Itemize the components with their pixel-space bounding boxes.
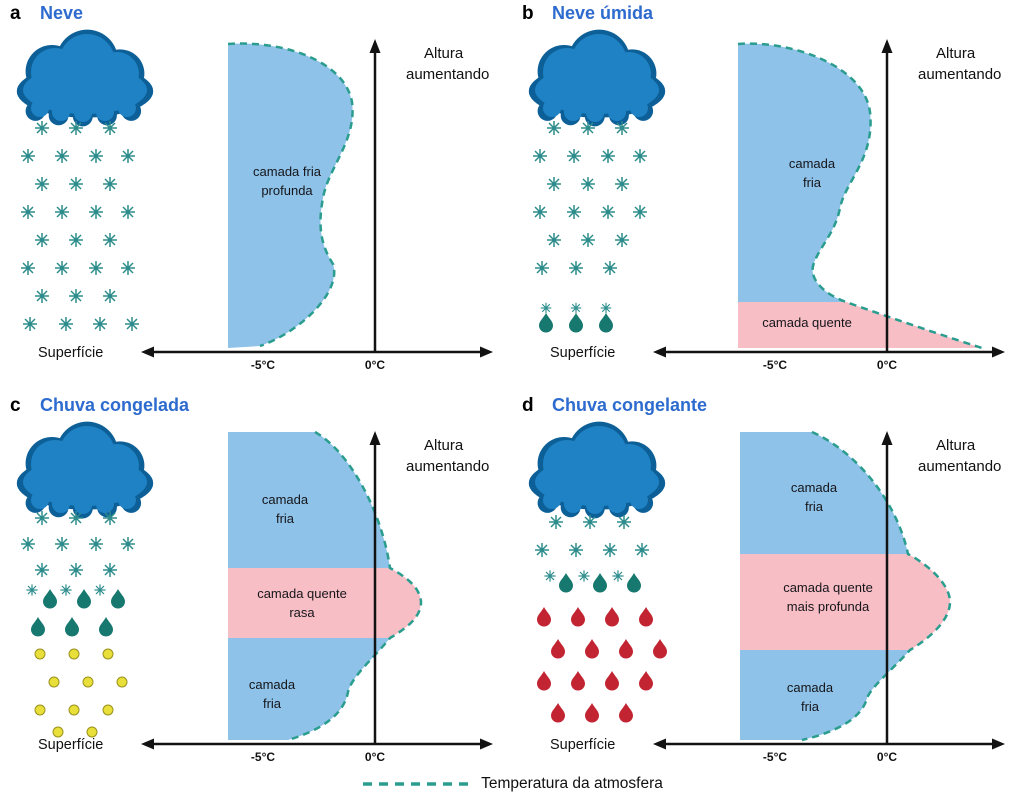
snowflakes <box>534 514 650 583</box>
warm-layer-area <box>738 302 982 348</box>
tick-zero: 0°C <box>877 750 897 764</box>
warm-layer-label: camada quente <box>762 315 852 330</box>
height-label-line2: aumentando <box>406 458 489 475</box>
surface-label: Superfície <box>38 345 103 361</box>
panel-title: Neve <box>40 3 83 23</box>
panel-freezing-rain: d Chuva congelante <box>522 395 1005 764</box>
cold-bottom-label-line1: camada <box>787 680 834 695</box>
temperature-curve <box>737 42 983 350</box>
temperature-curve <box>801 430 952 742</box>
tick-minus5: -5°C <box>251 358 275 372</box>
cloud <box>528 29 666 127</box>
melting-drops <box>31 589 125 637</box>
warm-layer-label-line2: rasa <box>289 605 315 620</box>
tick-minus5: -5°C <box>251 750 275 764</box>
cold-layer-label-line1: camada fria <box>253 164 322 179</box>
panel-letter: d <box>522 395 534 416</box>
temperature-curve-legend-swatch <box>363 782 470 786</box>
supercooled-rain-drops <box>537 607 667 723</box>
surface-label: Superfície <box>550 737 615 753</box>
tick-zero: 0°C <box>365 358 385 372</box>
warm-layer-area <box>228 568 421 638</box>
cold-layer-area-top <box>740 432 908 554</box>
legend: Temperatura da atmosfera <box>0 775 1024 793</box>
cold-bottom-label-line2: fria <box>801 699 820 714</box>
snowflakes <box>20 120 140 332</box>
cold-layer-label-line2: fria <box>803 175 822 190</box>
cold-top-label-line1: camada <box>791 480 838 495</box>
cold-layer-area <box>738 43 871 302</box>
tick-zero: 0°C <box>877 358 897 372</box>
tick-minus5: -5°C <box>763 750 787 764</box>
snowflakes <box>532 120 648 314</box>
panel-title: Chuva congelada <box>40 395 190 415</box>
axes <box>653 39 1005 358</box>
legend-label: Temperatura da atmosfera <box>481 775 663 792</box>
temperature-curve <box>227 42 354 348</box>
warm-layer-area <box>740 554 950 650</box>
melting-drops <box>559 573 641 593</box>
tick-minus5: -5°C <box>763 358 787 372</box>
cloud <box>16 29 154 127</box>
cold-layer-area-top <box>228 432 390 568</box>
panel-title: Neve úmida <box>552 3 654 23</box>
panel-letter: a <box>10 3 21 24</box>
wet-snow-drops <box>539 313 613 333</box>
panel-letter: c <box>10 395 21 416</box>
cloud <box>16 421 154 519</box>
panel-sleet: c Chuva congelada <box>10 395 493 764</box>
tick-zero: 0°C <box>365 750 385 764</box>
height-label-line2: aumentando <box>406 66 489 83</box>
warm-layer-label-line2: mais profunda <box>787 599 870 614</box>
warm-layer-label-line1: camada quente <box>257 586 347 601</box>
cloud <box>528 421 666 519</box>
warm-layer-label-line1: camada quente <box>783 580 873 595</box>
panel-title: Chuva congelante <box>552 395 707 415</box>
cold-top-label-line2: fria <box>805 499 824 514</box>
panel-snow: a Neve -5°C 0°C Altura aumentan <box>10 3 493 372</box>
height-label-line1: Altura <box>936 45 976 62</box>
height-label-line2: aumentando <box>918 66 1001 83</box>
axes <box>141 431 493 750</box>
cold-layer-area <box>228 43 353 348</box>
height-label-line1: Altura <box>424 45 464 62</box>
cold-top-label-line1: camada <box>262 492 309 507</box>
axes <box>141 39 493 358</box>
cold-layer-area-bottom <box>228 638 390 740</box>
ice-pellets <box>34 648 128 738</box>
height-label-line1: Altura <box>936 437 976 454</box>
panel-wet-snow: b Neve úmida -5°C 0°C <box>522 3 1005 372</box>
cold-layer-area-bottom <box>740 650 910 740</box>
panel-letter: b <box>522 3 534 24</box>
height-label-line2: aumentando <box>918 458 1001 475</box>
cold-bottom-label-line1: camada <box>249 677 296 692</box>
surface-label: Superfície <box>550 345 615 361</box>
height-label-line1: Altura <box>424 437 464 454</box>
cold-layer-label-line1: camada <box>789 156 836 171</box>
axes <box>653 431 1005 750</box>
surface-label: Superfície <box>38 737 103 753</box>
cold-bottom-label-line2: fria <box>263 696 282 711</box>
cold-layer-label-line2: profunda <box>261 183 313 198</box>
snowflakes <box>20 510 136 597</box>
cold-top-label-line2: fria <box>276 511 295 526</box>
